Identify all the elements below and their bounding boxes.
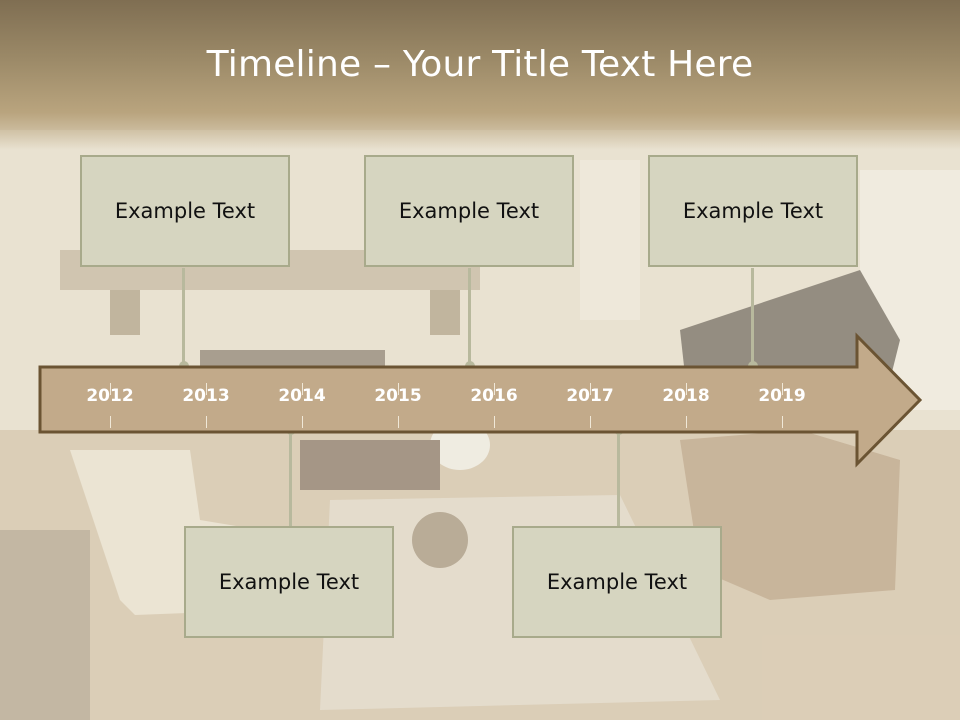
year-tick-2016-low: [494, 416, 495, 428]
year-tick-2019: [782, 383, 783, 395]
event-box-bottom-1[interactable]: Example Text: [184, 526, 394, 638]
event-text: Example Text: [114, 199, 256, 223]
top-connector-1: [182, 268, 185, 366]
title-banner: [0, 0, 960, 150]
year-tick-2019-low: [782, 416, 783, 428]
year-tick-2014-low: [302, 416, 303, 428]
slide-title: Timeline – Your Title Text Here: [206, 44, 754, 85]
top-connector-2: [468, 268, 471, 366]
year-tick-2015-low: [398, 416, 399, 428]
year-tick-2013: [206, 383, 207, 395]
year-tick-2018-low: [686, 416, 687, 428]
year-label-2014: 2014: [278, 386, 326, 406]
year-label-2016: 2016: [470, 386, 518, 406]
year-label-2018: 2018: [662, 386, 710, 406]
year-tick-2014: [302, 383, 303, 395]
event-box-top-2[interactable]: Example Text: [364, 155, 574, 267]
year-label-2015: 2015: [374, 386, 422, 406]
year-label-2019: 2019: [758, 386, 806, 406]
year-label-2012: 2012: [86, 386, 134, 406]
year-tick-2016: [494, 383, 495, 395]
year-tick-2017: [590, 383, 591, 395]
event-text: Example Text: [682, 199, 824, 223]
year-tick-2012-low: [110, 416, 111, 428]
event-text: Example Text: [398, 199, 540, 223]
year-tick-2013-low: [206, 416, 207, 428]
bottom-connector-1: [289, 430, 292, 528]
event-box-top-3[interactable]: Example Text: [648, 155, 858, 267]
year-label-2013: 2013: [182, 386, 230, 406]
bottom-connector-2: [617, 430, 620, 528]
event-text: Example Text: [218, 570, 360, 594]
year-tick-2017-low: [590, 416, 591, 428]
year-tick-2018: [686, 383, 687, 395]
top-connector-3: [751, 268, 754, 366]
year-tick-2015: [398, 383, 399, 395]
year-tick-2012: [110, 383, 111, 395]
event-box-bottom-2[interactable]: Example Text: [512, 526, 722, 638]
event-text: Example Text: [546, 570, 688, 594]
year-label-2017: 2017: [566, 386, 614, 406]
event-box-top-1[interactable]: Example Text: [80, 155, 290, 267]
